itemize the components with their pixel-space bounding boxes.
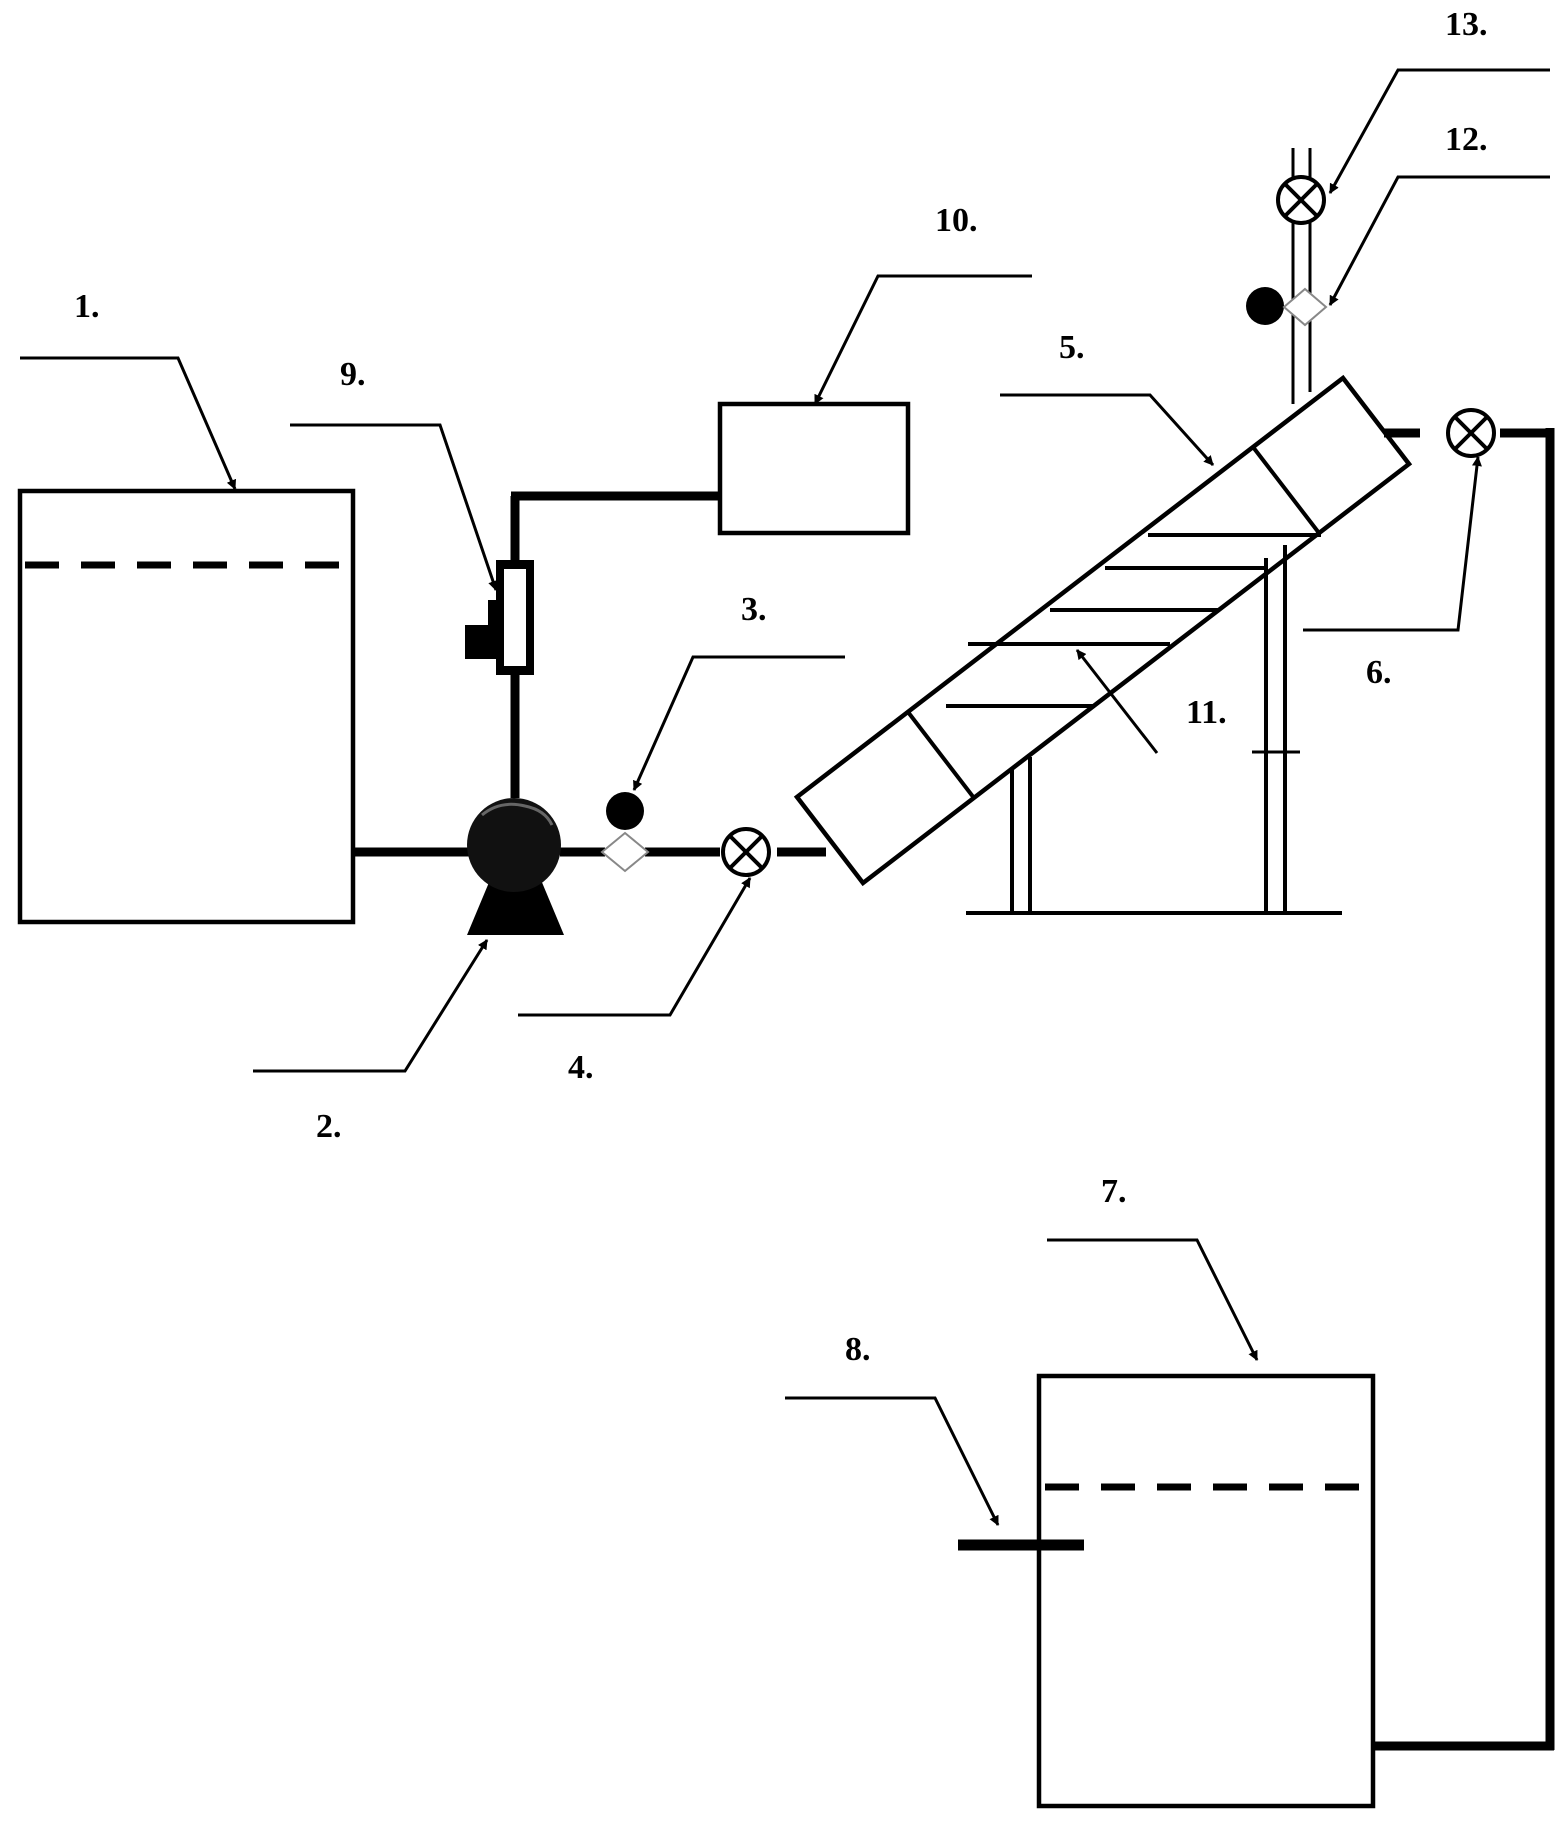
- label-4: 4.: [568, 1049, 594, 1086]
- pump: [467, 798, 564, 935]
- pressure-gauge: [600, 792, 650, 873]
- inclined-reactor: [793, 374, 1413, 887]
- label-2: 2.: [316, 1108, 342, 1145]
- label-11: 11.: [1186, 694, 1227, 731]
- label-7: 7.: [1101, 1173, 1127, 1210]
- flow-meter: [465, 560, 534, 675]
- label-9: 9.: [340, 356, 366, 393]
- label-5: 5.: [1059, 329, 1085, 366]
- label-8: 8.: [845, 1331, 871, 1368]
- feed-tank: [17, 488, 356, 925]
- gas-outlet-gauge: [1246, 287, 1284, 325]
- leader-lines: [20, 68, 1550, 1526]
- label-1: 1.: [74, 288, 100, 325]
- outlet-valve: [1446, 408, 1496, 458]
- label-6: 6.: [1366, 654, 1392, 691]
- outlet-pipeline: [1340, 428, 1555, 1751]
- collection-tank: [1036, 1373, 1376, 1809]
- gas-outlet: [1246, 148, 1328, 404]
- reactor-support: [966, 545, 1342, 915]
- label-10: 10.: [935, 202, 978, 239]
- instrument-box: [717, 401, 911, 536]
- inlet-valve: [721, 827, 771, 877]
- label-12: 12.: [1445, 121, 1488, 158]
- label-3: 3.: [741, 591, 767, 628]
- label-13: 13.: [1445, 6, 1488, 43]
- branch-pipeline: [510, 491, 720, 798]
